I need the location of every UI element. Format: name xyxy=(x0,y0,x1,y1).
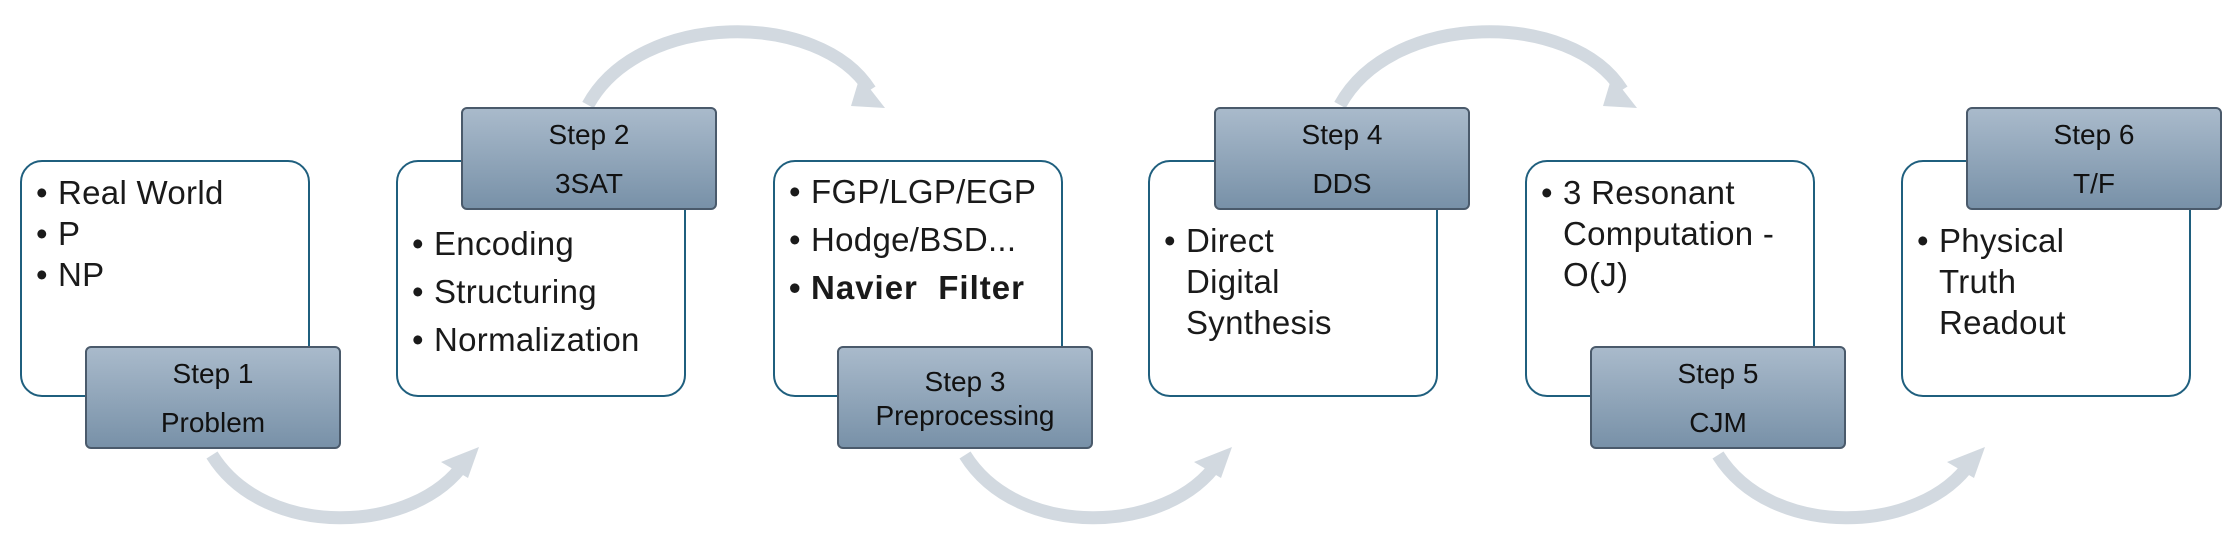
arrow-head-1 xyxy=(441,447,479,478)
arrow-step3-to-step4 xyxy=(959,451,1224,525)
step-5-item: 3 Resonant Computation - O(J) xyxy=(1539,172,1798,295)
arrow-head-3 xyxy=(1194,447,1232,478)
step-3-item: FGP/LGP/EGP xyxy=(787,168,1061,216)
arrow-step4-to-step5 xyxy=(1334,25,1628,109)
step-2-items: Encoding Structuring Normalization xyxy=(410,220,684,364)
step-5-name: CJM xyxy=(1689,407,1747,438)
step-6-tab: Step 6 T/F xyxy=(1966,107,2222,210)
step-2-item: Encoding xyxy=(410,220,684,268)
step-5-tab: Step 5 CJM xyxy=(1590,346,1846,449)
step-2-name: 3SAT xyxy=(555,168,623,199)
step-3-title: Step 3 xyxy=(924,366,1006,397)
step-3-items: FGP/LGP/EGP Hodge/BSD... Navier Filter xyxy=(787,168,1061,312)
step-2-title: Step 2 xyxy=(548,119,630,150)
step-3-item: Navier Filter xyxy=(787,264,1061,312)
arrow-step1-to-step2 xyxy=(206,451,471,525)
step-2-item: Normalization xyxy=(410,316,684,364)
step-1-item: NP xyxy=(34,254,308,295)
step-3-name: Preprocessing xyxy=(875,400,1055,431)
step-4-item: Direct Digital Synthesis xyxy=(1162,220,1346,343)
step-5-title: Step 5 xyxy=(1677,358,1759,389)
step-1-item: P xyxy=(34,213,308,254)
step-4-title: Step 4 xyxy=(1301,119,1383,150)
step-1-tab: Step 1 Problem xyxy=(85,346,341,449)
step-1-items: Real World P NP xyxy=(34,172,308,295)
step-4-tab: Step 4 DDS xyxy=(1214,107,1470,210)
arrow-step5-to-step6 xyxy=(1712,451,1977,525)
arrow-head-5 xyxy=(1947,447,1985,478)
arrow-step2-to-step3 xyxy=(582,25,876,109)
step-4-name: DDS xyxy=(1312,168,1372,199)
step-6-items: Physical Truth Readout xyxy=(1915,220,2189,343)
step-3-item: Hodge/BSD... xyxy=(787,216,1061,264)
step-2-item: Structuring xyxy=(410,268,684,316)
step-5-items: 3 Resonant Computation - O(J) xyxy=(1539,172,1813,295)
step-2-tab: Step 2 3SAT xyxy=(461,107,717,210)
arrow-head-4 xyxy=(1603,76,1637,108)
step-1-name: Problem xyxy=(160,407,266,438)
step-6-title: Step 6 xyxy=(2053,119,2135,150)
step-1-title: Step 1 xyxy=(172,358,254,389)
step-4-items: Direct Digital Synthesis xyxy=(1162,220,1436,343)
step-1-item: Real World xyxy=(34,172,308,213)
step-3-tab: Step 3 Preprocessing xyxy=(837,346,1093,449)
step-2-card: Encoding Structuring Normalization xyxy=(396,160,686,397)
step-6-item: Physical Truth Readout xyxy=(1915,220,2099,343)
step-6-name: T/F xyxy=(2073,168,2115,199)
arrow-head-2 xyxy=(851,76,885,108)
